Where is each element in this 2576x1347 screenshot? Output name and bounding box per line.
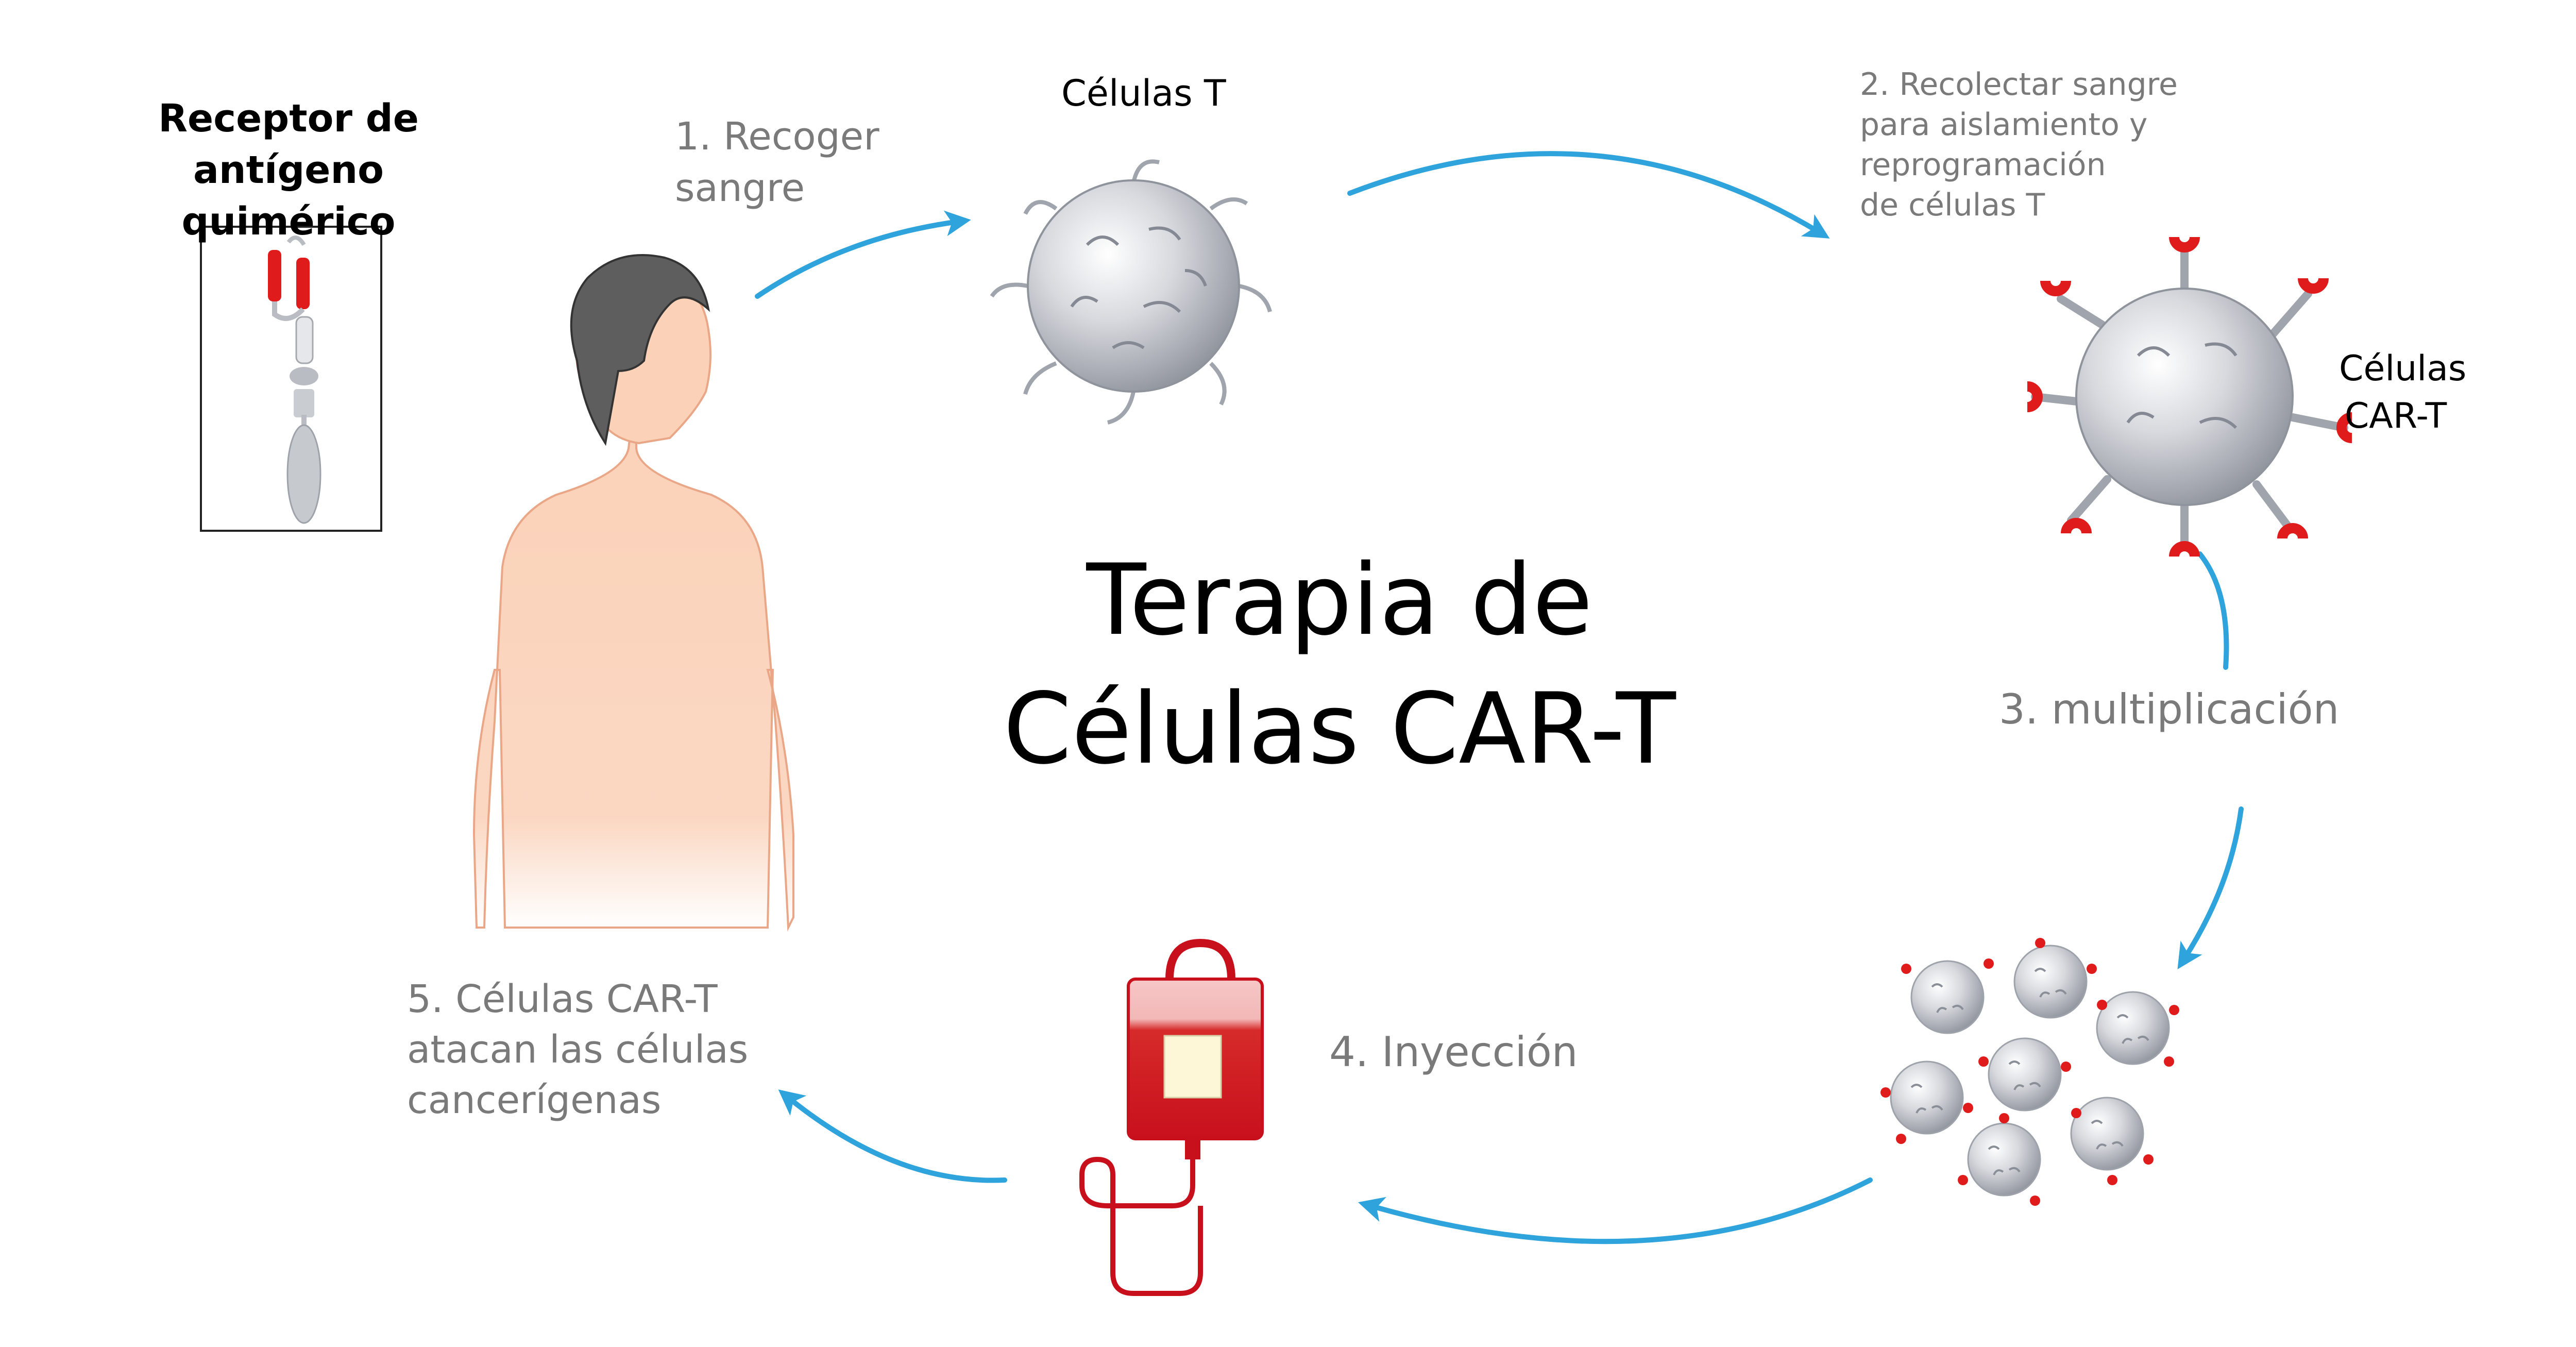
cycle-arrows	[755, 151, 2244, 1244]
step1-line2: sangre	[675, 166, 805, 210]
step5-line3: cancerígenas	[407, 1078, 662, 1122]
step5-line2: atacan las células	[407, 1028, 749, 1072]
step2-line1: 2. Recolectar sangre	[1860, 66, 2178, 103]
arrow-step1	[755, 210, 971, 299]
car-t-cell-icon	[2027, 237, 2352, 557]
step5-line1: 5. Células CAR-T	[407, 977, 718, 1021]
arrow-to-injection	[1358, 1177, 1873, 1244]
step2-line2: para aislamiento y	[1860, 107, 2148, 143]
receptor-title-line2: antígeno quimérico	[181, 148, 396, 244]
main-title: Terapia de Células CAR-T	[979, 536, 1700, 794]
multiplied-cells	[1880, 938, 2179, 1206]
iv-bag-icon	[1079, 938, 1264, 1296]
step2-label: 2. Recolectar sangre para aislamiento y …	[1860, 64, 2178, 225]
arrow-to-multiply	[2177, 806, 2244, 970]
arrow-to-car-t	[1347, 151, 1830, 239]
step1-line1: 1. Recoger	[675, 114, 879, 159]
step3-label: 3. multiplicación	[1999, 685, 2340, 733]
receptor-title-line1: Receptor de	[158, 96, 419, 141]
step5-label: 5. Células CAR-T atacan las células canc…	[407, 974, 748, 1125]
step4-label: 4. Inyección	[1329, 1028, 1578, 1076]
car-t-line1: Células	[2339, 348, 2467, 389]
receptor-icon	[200, 226, 382, 532]
car-t-label: Células CAR-T	[2339, 345, 2467, 440]
human-figure-icon	[472, 254, 794, 932]
step2-line4: de células T	[1860, 187, 2045, 223]
car-t-line2: CAR-T	[2344, 396, 2447, 436]
receptor-title: Receptor de antígeno quimérico	[93, 93, 484, 247]
main-title-line2: Células CAR-T	[1003, 672, 1676, 786]
step1-label: 1. Recoger sangre	[675, 111, 879, 214]
arrow-to-patient	[778, 1089, 1007, 1183]
cell-icon	[990, 159, 1272, 425]
t-cells-label: Células T	[1061, 72, 1226, 114]
main-title-line1: Terapia de	[1086, 543, 1593, 657]
step2-line3: reprogramación	[1860, 147, 2106, 183]
arrow-car-t-down	[2197, 551, 2229, 670]
